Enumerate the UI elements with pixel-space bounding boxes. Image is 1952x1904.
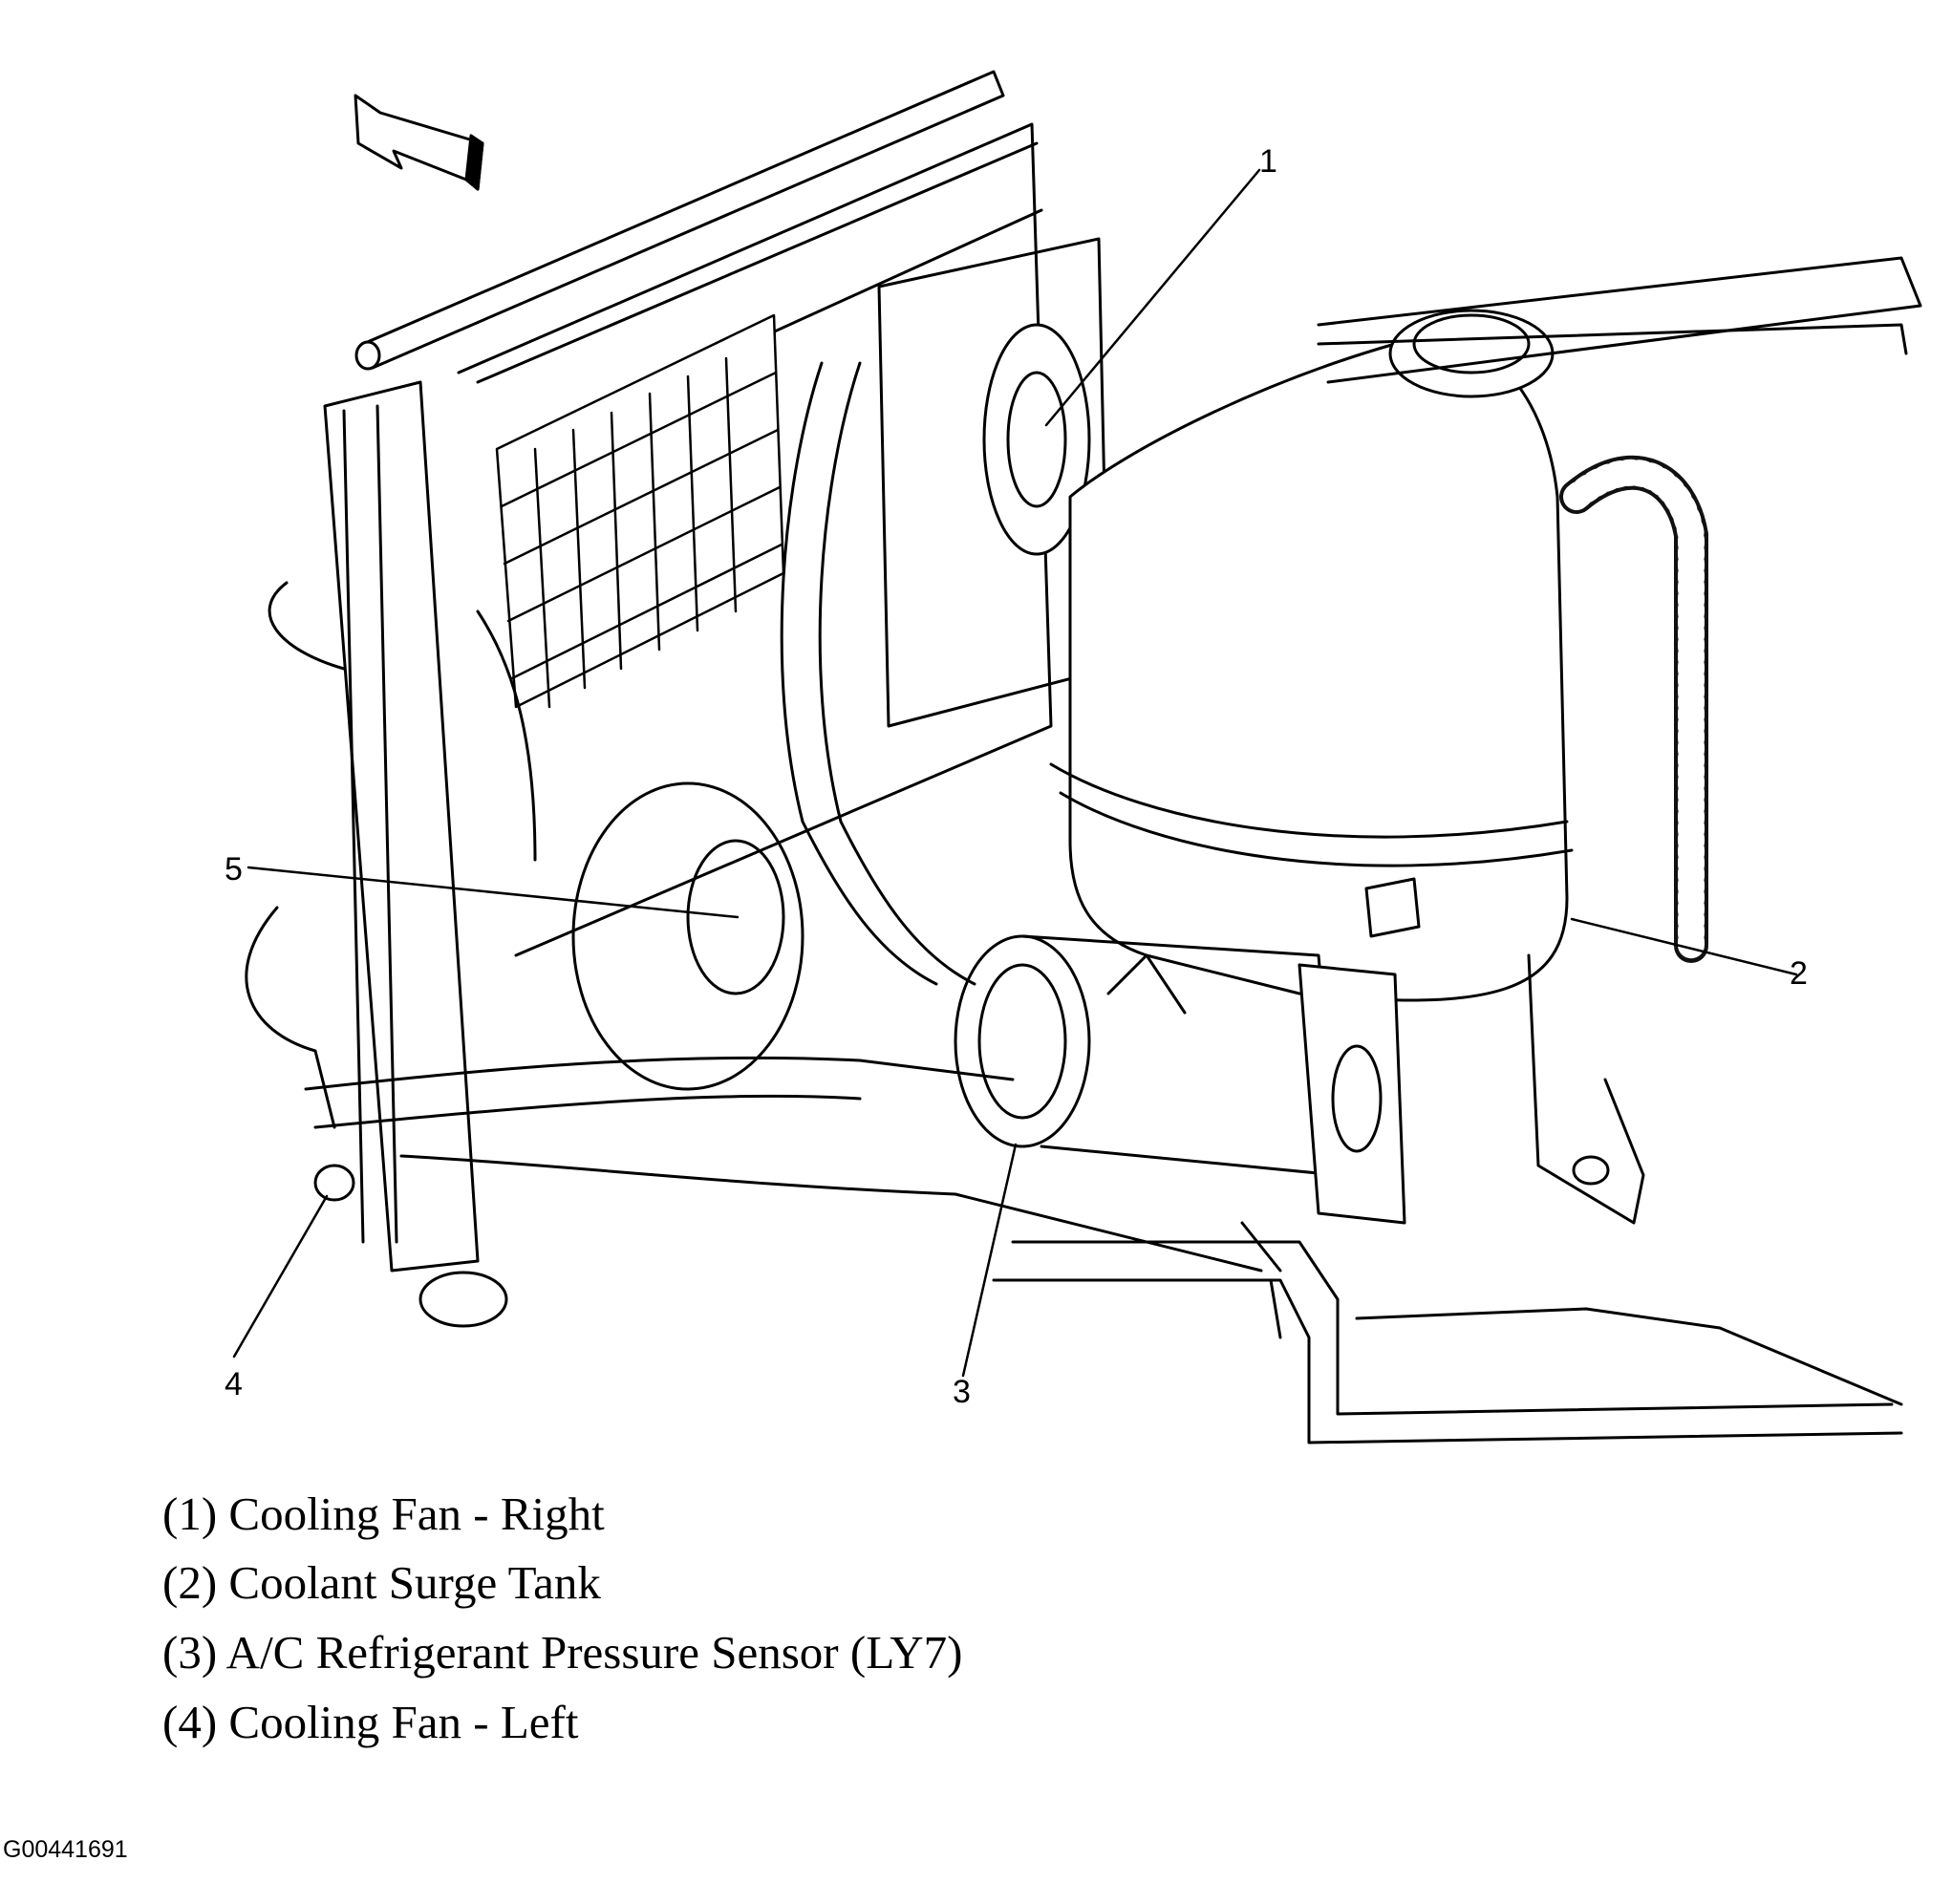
leader-line-4 <box>232 1194 329 1358</box>
radiator <box>323 70 1053 1273</box>
leader-line-2 <box>1570 917 1798 976</box>
leader-line-1 <box>1044 168 1261 427</box>
leader-line-3 <box>961 1143 1018 1378</box>
legend-item-3: (3) A/C Refrigerant Pressure Sensor (LY7… <box>162 1626 963 1679</box>
fan-shroud-grid <box>495 313 785 709</box>
legend-item-2: (2) Coolant Surge Tank <box>162 1556 601 1609</box>
leader-line-5 <box>247 866 740 919</box>
callout-3: 3 <box>953 1374 971 1410</box>
callout-4: 4 <box>225 1366 243 1402</box>
direction-arrow-icon <box>354 94 484 191</box>
ac-compressor <box>954 934 1406 1273</box>
callout-leader-lines <box>232 168 1798 1378</box>
legend-item-1: (1) Cooling Fan - Right <box>162 1487 605 1540</box>
callout-1: 1 <box>1259 143 1277 180</box>
legend-item-4: (4) Cooling Fan - Left <box>162 1696 579 1748</box>
coolant-surge-tank <box>1049 309 1645 1225</box>
cooling-fan-left <box>571 781 804 1091</box>
figure-id: G00441691 <box>3 1836 128 1863</box>
callout-2: 2 <box>1790 955 1808 992</box>
corrugated-hose <box>1559 455 1708 963</box>
callout-5: 5 <box>225 851 243 888</box>
hoses-and-wiring <box>245 256 1922 1444</box>
